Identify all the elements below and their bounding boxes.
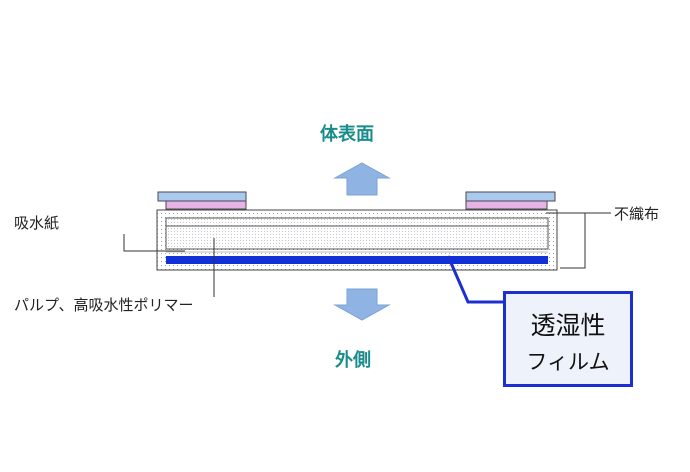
label-body-surface: 体表面 [320, 124, 374, 145]
absorbent-paper-layer [165, 217, 549, 227]
left-adhesive-tab [157, 191, 247, 210]
pad-cross-section [156, 209, 558, 271]
label-nonwoven: 不織布 [614, 205, 660, 223]
leader-film [446, 255, 503, 304]
film-layer [166, 256, 548, 264]
film-label-line2: フィルム [526, 350, 610, 374]
film-label-line1: 透湿性 [530, 311, 606, 340]
film-callout-box: 透湿性 フィルム [503, 291, 633, 387]
label-absorbent-paper: 吸水紙 [14, 214, 60, 232]
down-arrow-icon [333, 288, 391, 321]
right-adhesive-tab [465, 191, 556, 210]
leader-absorbent-paper [123, 234, 185, 252]
up-arrow-icon [333, 162, 391, 196]
bracket-nonwoven [546, 212, 586, 269]
pulp-polymer-layer [165, 225, 549, 250]
label-pulp-polymer: パルプ、高吸水性ポリマー [14, 296, 194, 314]
label-outside: 外側 [335, 350, 371, 371]
